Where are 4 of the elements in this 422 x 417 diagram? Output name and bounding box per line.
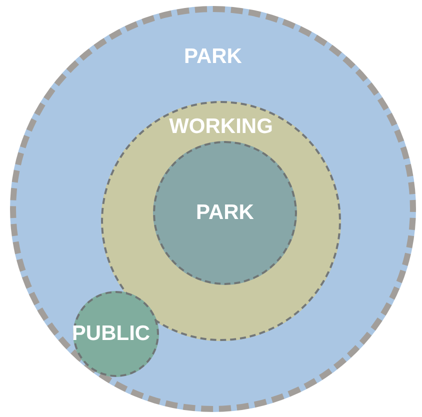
region-label: PARK	[183, 45, 243, 69]
region-label: WORKING	[168, 115, 274, 139]
region-label: PUBLIC	[70, 322, 152, 346]
region-label: PARK	[195, 201, 255, 225]
